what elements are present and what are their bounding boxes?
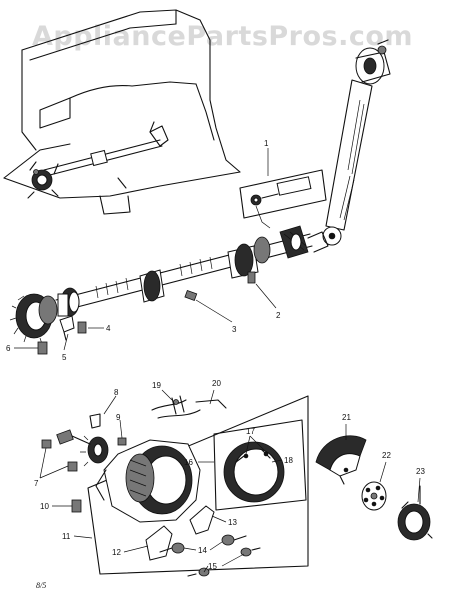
part-14-screws <box>159 534 247 554</box>
shaft-collar-right <box>227 236 271 279</box>
callout-10: 10 <box>40 502 49 511</box>
callout-5: 5 <box>62 353 67 362</box>
callout-23: 23 <box>416 467 425 476</box>
callout-8: 8 <box>114 388 119 397</box>
part-13-lever <box>189 505 215 535</box>
hook-base <box>95 439 201 523</box>
callout-12: 12 <box>112 548 121 557</box>
callout-11: 11 <box>62 532 71 541</box>
screw-part-3 <box>184 289 198 301</box>
watermark-text: AppliancePartsPros.com <box>32 21 413 52</box>
machine-body-outline <box>3 9 241 215</box>
part-16-inset <box>213 419 307 511</box>
callout-17: 17 <box>246 427 255 436</box>
callout-2: 2 <box>276 311 281 320</box>
callout-1: 1 <box>264 139 269 148</box>
callout-labels: 1 2 3 4 4 5 6 7 8 9 10 11 12 13 14 15 16… <box>6 139 425 571</box>
crank-arm <box>322 39 391 246</box>
shaft-collar-middle <box>139 269 165 303</box>
part-12-bracket <box>145 525 173 561</box>
shaft-leaders <box>14 283 277 351</box>
callout-18: 18 <box>284 456 293 465</box>
small-parts-left <box>37 315 87 355</box>
callout-14: 14 <box>198 546 207 555</box>
machine-internal-shaft <box>27 121 169 199</box>
callout-3: 3 <box>232 325 237 334</box>
shaft-hatching <box>95 256 213 299</box>
callout-19: 19 <box>152 381 161 390</box>
callout-13: 13 <box>228 518 237 527</box>
right-bobbin-parts <box>315 424 433 541</box>
part-15-screws <box>187 547 261 577</box>
part-1-inset <box>239 148 327 229</box>
callout-21: 21 <box>342 413 351 422</box>
part-21-hook-race <box>315 435 367 485</box>
part-19-20-springs <box>151 395 227 419</box>
part-23-bobbin-case <box>397 485 433 541</box>
screw-part-7 <box>41 439 52 449</box>
callout-4a: 4 <box>106 324 111 333</box>
callout-6: 6 <box>6 344 11 353</box>
lower-assembly <box>41 395 309 577</box>
shaft-end-crank <box>279 225 329 259</box>
callout-7: 7 <box>34 479 39 488</box>
screw-part-10 <box>71 499 82 513</box>
callout-15: 15 <box>208 562 217 571</box>
hook-drive-gear <box>56 429 109 467</box>
screw-part-2 <box>247 271 256 284</box>
screw-part-7b <box>67 461 78 472</box>
callout-22: 22 <box>382 451 391 460</box>
main-shaft-assembly <box>9 225 329 345</box>
diagram-code: 8/5 <box>36 581 46 590</box>
callout-16: 16 <box>184 458 193 467</box>
part-22-bobbin <box>361 481 387 511</box>
callout-20: 20 <box>212 379 221 388</box>
lower-leaders <box>39 389 283 573</box>
callout-9: 9 <box>116 413 121 422</box>
shaft-left-gear <box>9 293 69 345</box>
